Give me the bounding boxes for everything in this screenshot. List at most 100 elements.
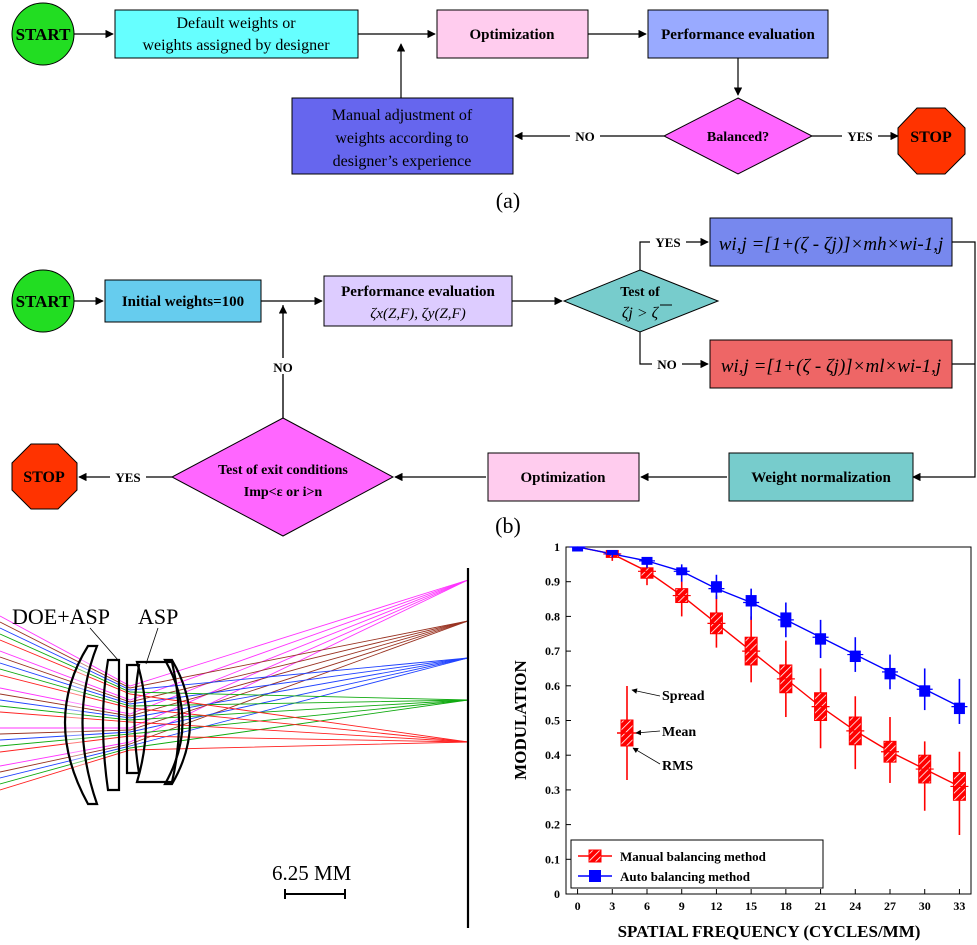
a-manual-line3: designer’s experience xyxy=(333,153,472,170)
a-optimization-label: Optimization xyxy=(470,27,556,43)
a-balanced-diamond xyxy=(662,97,814,175)
ray xyxy=(0,620,469,735)
a-yes-label: YES xyxy=(847,129,872,144)
b-optimization-label: Optimization xyxy=(521,470,607,486)
legend-swatch-auto xyxy=(589,870,601,882)
rms-box xyxy=(884,667,896,680)
b-exit-title: Test of exit conditions xyxy=(218,463,348,478)
a-default-weights-box xyxy=(114,9,359,59)
rms-box xyxy=(710,581,722,593)
b-yes-top-label: YES xyxy=(655,235,680,250)
a-no-label: NO xyxy=(575,129,595,144)
ray xyxy=(0,657,469,719)
box-key: Spread Mean RMS xyxy=(617,686,705,780)
ray xyxy=(0,735,469,753)
a-balanced-label: Balanced? xyxy=(707,130,769,145)
x-tick-label: 18 xyxy=(780,899,792,913)
b-optimization-box xyxy=(487,452,640,502)
ray xyxy=(0,699,469,785)
a-manual-line1: Manual adjustment of xyxy=(332,107,473,124)
x-tick-label: 0 xyxy=(575,899,581,913)
b-no-loop-label: NO xyxy=(273,360,293,375)
ray xyxy=(0,579,469,767)
ray xyxy=(0,657,469,741)
rms-box xyxy=(953,702,965,715)
ray xyxy=(0,620,469,703)
b-test-diamond xyxy=(562,269,720,333)
x-axis-label: SPATIAL FREQUENCY (CYCLES/MM) xyxy=(618,922,921,941)
b-no-bottom-label: NO xyxy=(657,357,677,372)
a-start-node xyxy=(11,2,75,66)
rms-box xyxy=(919,685,931,697)
rms-box xyxy=(640,567,654,579)
ray xyxy=(0,699,469,747)
a-performance-box xyxy=(647,9,829,59)
a-manual-box xyxy=(291,97,514,175)
a-stop-label: STOP xyxy=(910,129,952,146)
b-performance-box xyxy=(323,275,513,327)
b-start-label: START xyxy=(16,292,71,311)
b-initial-box xyxy=(104,279,262,323)
ray xyxy=(0,579,469,701)
flowchart-b-shapes: START Initial weights=100 Performance ev… xyxy=(11,217,953,538)
lens-element-2-doe xyxy=(101,658,121,792)
x-tick-label: 21 xyxy=(815,899,827,913)
b-exit-expr: Imp<ε or i>n xyxy=(244,485,323,500)
ray xyxy=(0,627,469,691)
x-tick-label: 3 xyxy=(609,899,615,913)
y-tick-label: 1 xyxy=(554,540,560,554)
ray xyxy=(0,639,469,743)
ray xyxy=(0,579,469,715)
y-tick-label: 0.2 xyxy=(545,818,560,832)
rms-box xyxy=(815,633,827,645)
lens-rays xyxy=(0,579,469,791)
a-stop-node xyxy=(897,107,966,175)
b-initial-label: Initial weights=100 xyxy=(122,294,244,310)
series-line xyxy=(577,546,960,708)
y-tick-label: 0.8 xyxy=(545,609,560,623)
lens-elements xyxy=(63,644,192,806)
x-tick-label: 30 xyxy=(919,899,931,913)
ray xyxy=(0,699,469,721)
key-spread: Spread xyxy=(662,689,705,704)
a-default-weights-line2: weights assigned by designer xyxy=(142,37,330,54)
x-tick-label: 33 xyxy=(953,899,965,913)
rms-box xyxy=(849,650,861,663)
y-axis-ticks: 00.10.20.30.40.50.60.70.80.91 xyxy=(545,540,571,901)
y-tick-label: 0.7 xyxy=(545,644,560,658)
lens-element-5 xyxy=(163,658,192,786)
ray xyxy=(0,657,469,779)
b-formula-bottom-box xyxy=(709,339,953,389)
lens-element-3 xyxy=(125,663,141,775)
ray xyxy=(0,620,469,773)
x-tick-label: 27 xyxy=(884,899,896,913)
b-formula-bottom: wi,j =[1+(ζ - ζj)]×ml×wi-1,j xyxy=(721,356,941,377)
b-performance-label: Performance evaluation xyxy=(341,284,495,300)
x-tick-label: 9 xyxy=(679,899,685,913)
y-tick-label: 0.9 xyxy=(545,575,560,589)
label-asp: ASP xyxy=(138,604,178,629)
b-performance-sub: ζx(Z,F), ζy(Z,F) xyxy=(370,306,465,322)
legend-swatch-manual xyxy=(588,849,602,863)
a-manual-line2: weights according to xyxy=(335,130,468,147)
a-optimization-box xyxy=(436,9,589,59)
y-tick-label: 0.6 xyxy=(545,679,560,693)
b-start-node xyxy=(11,269,75,333)
b-stop-label: STOP xyxy=(23,469,65,486)
label-doe-leader xyxy=(89,627,119,661)
ray xyxy=(0,579,469,687)
a-performance-label: Performance evaluation xyxy=(661,27,815,43)
caption-a: (a) xyxy=(496,188,520,213)
label-asp-leader xyxy=(145,627,159,665)
y-tick-label: 0.3 xyxy=(545,783,560,797)
legend: Manual balancing method Auto balancing m… xyxy=(570,839,824,889)
a-default-weights-line1: Default weights or xyxy=(176,15,296,32)
ray xyxy=(0,620,469,689)
ray xyxy=(0,668,469,707)
legend-manual: Manual balancing method xyxy=(620,849,767,864)
ray xyxy=(0,579,469,729)
key-mean: Mean xyxy=(662,725,696,740)
ray xyxy=(0,657,469,705)
b-stop-node xyxy=(11,443,78,510)
